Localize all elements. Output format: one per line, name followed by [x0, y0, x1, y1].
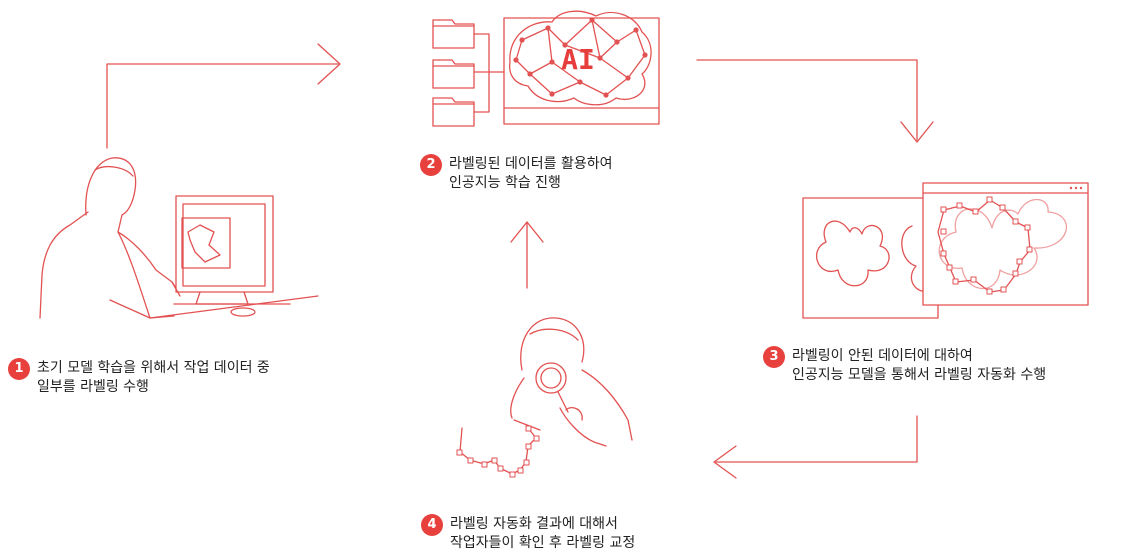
- step-3-text-line-2: 인공지능 모델을 통해서 라벨링 자동화 수행: [792, 367, 1047, 383]
- folder-icon: [432, 59, 475, 89]
- arrow-2-to-3: [696, 59, 934, 143]
- step-1-text-line-1: 초기 모델 학습을 위해서 작업 데이터 중: [37, 360, 270, 376]
- step-number-badge: 4: [421, 514, 443, 536]
- arrow-1-to-2: [106, 43, 341, 149]
- step-4-caption: 4 라벨링 자동화 결과에 대해서 작업자들이 확인 후 라벨링 교정: [421, 514, 636, 553]
- arrow-3-to-4: [713, 415, 918, 479]
- step-1-caption: 1 초기 모델 학습을 위해서 작업 데이터 중 일부를 라벨링 수행: [8, 358, 270, 397]
- person-with-magnifier-illustration: [459, 317, 633, 475]
- step-4-text-line-2: 작업자들이 확인 후 라벨링 교정: [450, 535, 636, 551]
- step-3-text-line-1: 라벨링이 안된 데이터에 대하여: [792, 348, 973, 364]
- folder-icon: [432, 97, 475, 127]
- step-number-badge: 2: [420, 154, 442, 176]
- step-1-text-line-2: 일부를 라벨링 수행: [37, 379, 149, 395]
- step-4-text-line-1: 라벨링 자동화 결과에 대해서: [450, 516, 618, 532]
- ai-label: AI: [561, 43, 595, 76]
- person-at-computer-illustration: [39, 157, 319, 319]
- step-number-badge: 3: [763, 346, 785, 368]
- arrow-4-to-2: [510, 221, 544, 289]
- step-number-badge: 1: [8, 358, 30, 380]
- step-2-text-line-1: 라벨링된 데이터를 활용하여: [449, 156, 613, 172]
- step-2-caption: 2 라벨링된 데이터를 활용하여 인공지능 학습 진행: [420, 154, 613, 193]
- folder-icon: [432, 19, 475, 49]
- step-2-text-line-2: 인공지능 학습 진행: [449, 175, 561, 191]
- step-3-caption: 3 라벨링이 안된 데이터에 대하여 인공지능 모델을 통해서 라벨링 자동화 …: [763, 346, 1047, 385]
